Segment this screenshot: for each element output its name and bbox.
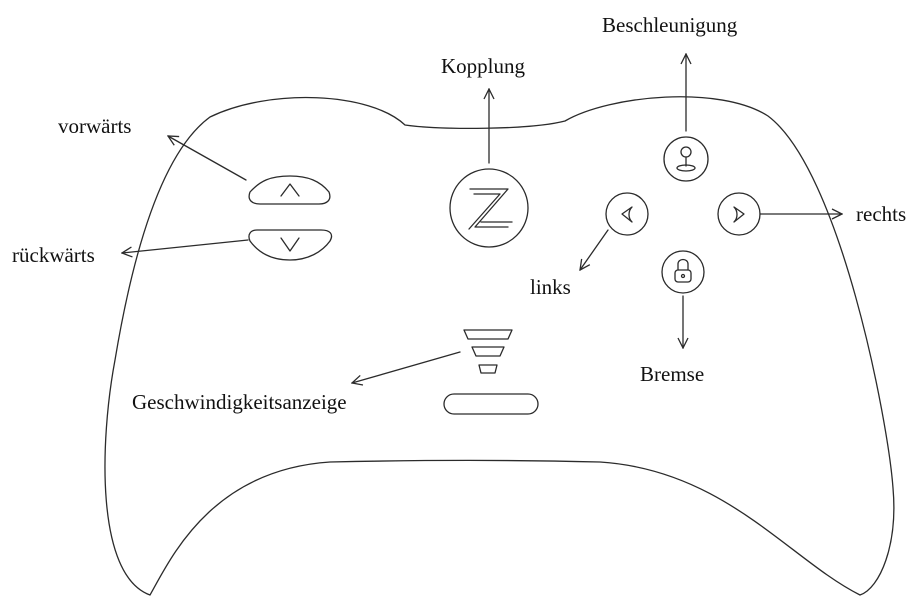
backward-button[interactable] <box>248 229 333 261</box>
forward-arrow <box>168 136 247 181</box>
label-clutch: Kopplung <box>441 54 526 78</box>
chevron-left-icon <box>621 206 633 223</box>
left-button[interactable] <box>605 192 649 236</box>
clutch-button[interactable] <box>449 168 529 248</box>
right-button[interactable] <box>717 192 761 236</box>
label-left: links <box>530 275 571 299</box>
chevron-down-icon <box>280 237 300 252</box>
label-right: rechts <box>856 202 906 226</box>
chevron-up-icon <box>280 183 300 197</box>
speed-indicator-arrow <box>352 351 461 383</box>
z-letter-icon <box>468 188 513 230</box>
label-forward: vorwärts <box>58 114 131 138</box>
speed-display-bar <box>443 393 539 415</box>
label-brake: Bremse <box>640 362 704 386</box>
padlock-icon <box>674 258 692 283</box>
label-speed-indicator: Geschwindigkeitsanzeige <box>132 390 347 414</box>
brake-button[interactable] <box>661 250 705 294</box>
label-backward: rückwärts <box>12 243 95 267</box>
speed-bars-icon <box>463 329 513 374</box>
left-arrow <box>580 229 609 270</box>
forward-button[interactable] <box>248 175 331 205</box>
acceleration-button[interactable] <box>663 136 709 182</box>
backward-arrow <box>122 239 249 253</box>
controller-body-outline <box>104 96 895 596</box>
chevron-right-icon <box>733 206 745 223</box>
joystick-icon <box>676 146 696 172</box>
label-acceleration: Beschleunigung <box>602 13 738 37</box>
